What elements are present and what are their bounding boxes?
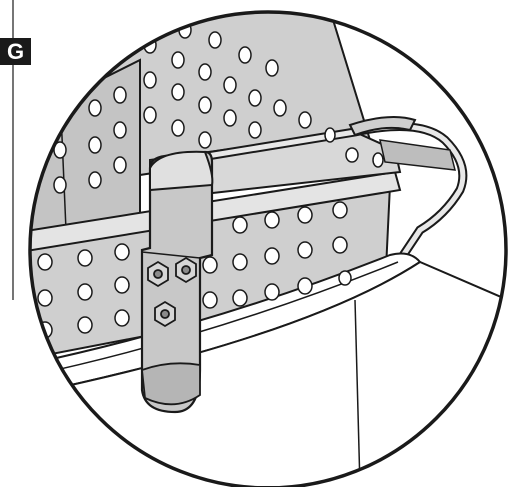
hook-lower-lip	[141, 362, 201, 406]
hook-plate-edge	[141, 251, 201, 259]
bolt-nuts	[147, 256, 197, 328]
hook-top-bend	[149, 150, 214, 192]
pot-seam	[354, 299, 361, 488]
hook-bracket	[140, 150, 214, 414]
handle-plate	[379, 139, 456, 171]
handle-grip	[348, 116, 417, 137]
pot-side	[30, 260, 506, 488]
step-label: G	[0, 38, 31, 65]
